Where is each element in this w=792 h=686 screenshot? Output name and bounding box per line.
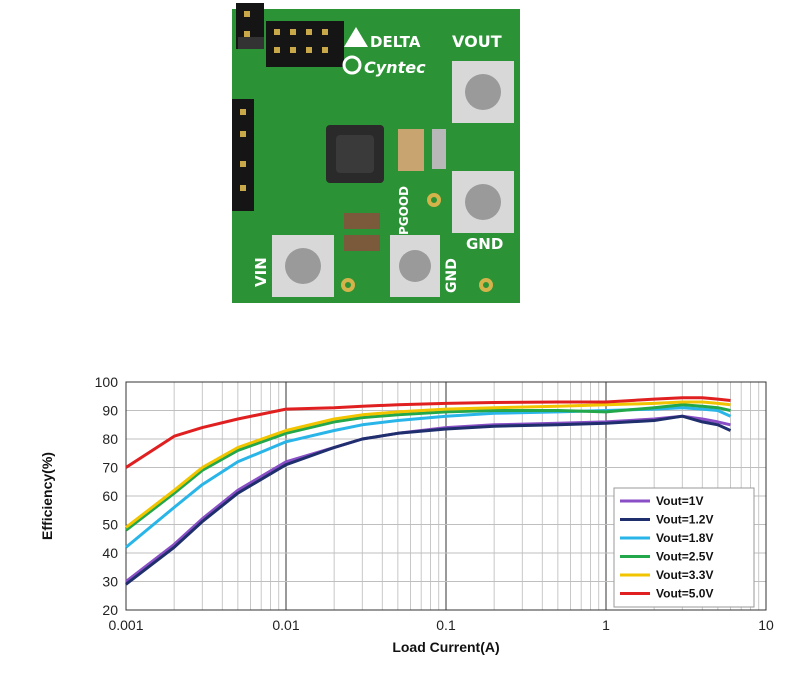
vout-terminal [452,61,514,123]
y-tick-label: 100 [95,374,119,390]
series-layer [125,396,732,586]
vin-terminal [272,235,334,297]
capacitors [344,129,446,251]
y-tick-label: 90 [102,403,118,419]
series-line [125,403,731,532]
legend-box [613,487,755,608]
legend-label: Vout=3.3V [656,568,713,582]
evaluation-board-photo: DELTA Cyntec VOUT GND VIN G [232,3,520,303]
x-tick-label: 10 [758,617,774,633]
legend-label: Vout=1.8V [656,531,713,545]
legend-label: Vout=1.2V [656,513,713,527]
series-line [125,400,731,529]
y-tick-label: 50 [102,517,118,533]
y-tick-label: 70 [102,460,118,476]
vin-label: VIN [252,257,270,287]
y-axis-label: Efficiency(%) [39,452,55,540]
x-tick-label: 0.1 [436,617,456,633]
y-tick-label: 30 [102,574,118,590]
gnd-terminal-bottom [390,235,440,297]
series-line [125,396,731,469]
legend: Vout=1V Vout=1.2V Vout=1.8V Vout=2.5V Vout=3… [613,487,755,608]
y-tick-label: 40 [102,545,118,561]
svg-text:DELTA: DELTA [370,33,421,51]
plot-frame [125,381,767,611]
delta-logo: DELTA [344,27,421,51]
x-tick-labels: 0.001 0.01 0.1 1 10 [108,617,774,633]
x-tick-label: 0.01 [272,617,299,633]
x-tick-label: 0.001 [108,617,143,633]
y-tick-label: 80 [102,431,118,447]
legend-label: Vout=5.0V [656,587,713,601]
power-module [326,125,384,183]
y-tick-label: 20 [102,602,118,618]
y-tick-labels: 20 30 40 50 60 70 80 90 100 [95,374,119,618]
pin-header-left [232,99,254,211]
legend-label: Vout=2.5V [656,550,713,564]
cyntec-logo: Cyntec [342,55,426,77]
series-line [125,414,732,586]
x-axis-label: Load Current(A) [392,639,499,655]
pin-header-top [236,3,344,67]
vout-label: VOUT [452,32,502,51]
x-tick-label: 1 [602,617,610,633]
y-tick-label: 60 [102,488,118,504]
gnd-label-bottom: GND [444,258,460,293]
gnd-terminal-right [452,171,514,233]
pgood-label: PGOOD [397,186,411,235]
svg-text:Cyntec: Cyntec [364,58,426,77]
series-line [125,406,732,549]
gnd-label-right: GND [466,235,503,253]
legend-label: Vout=1V [656,494,703,508]
efficiency-chart: 0.001 0.01 0.1 1 10 20 30 40 50 60 70 80 90 100 Load… [39,374,774,655]
test-points [341,193,493,292]
